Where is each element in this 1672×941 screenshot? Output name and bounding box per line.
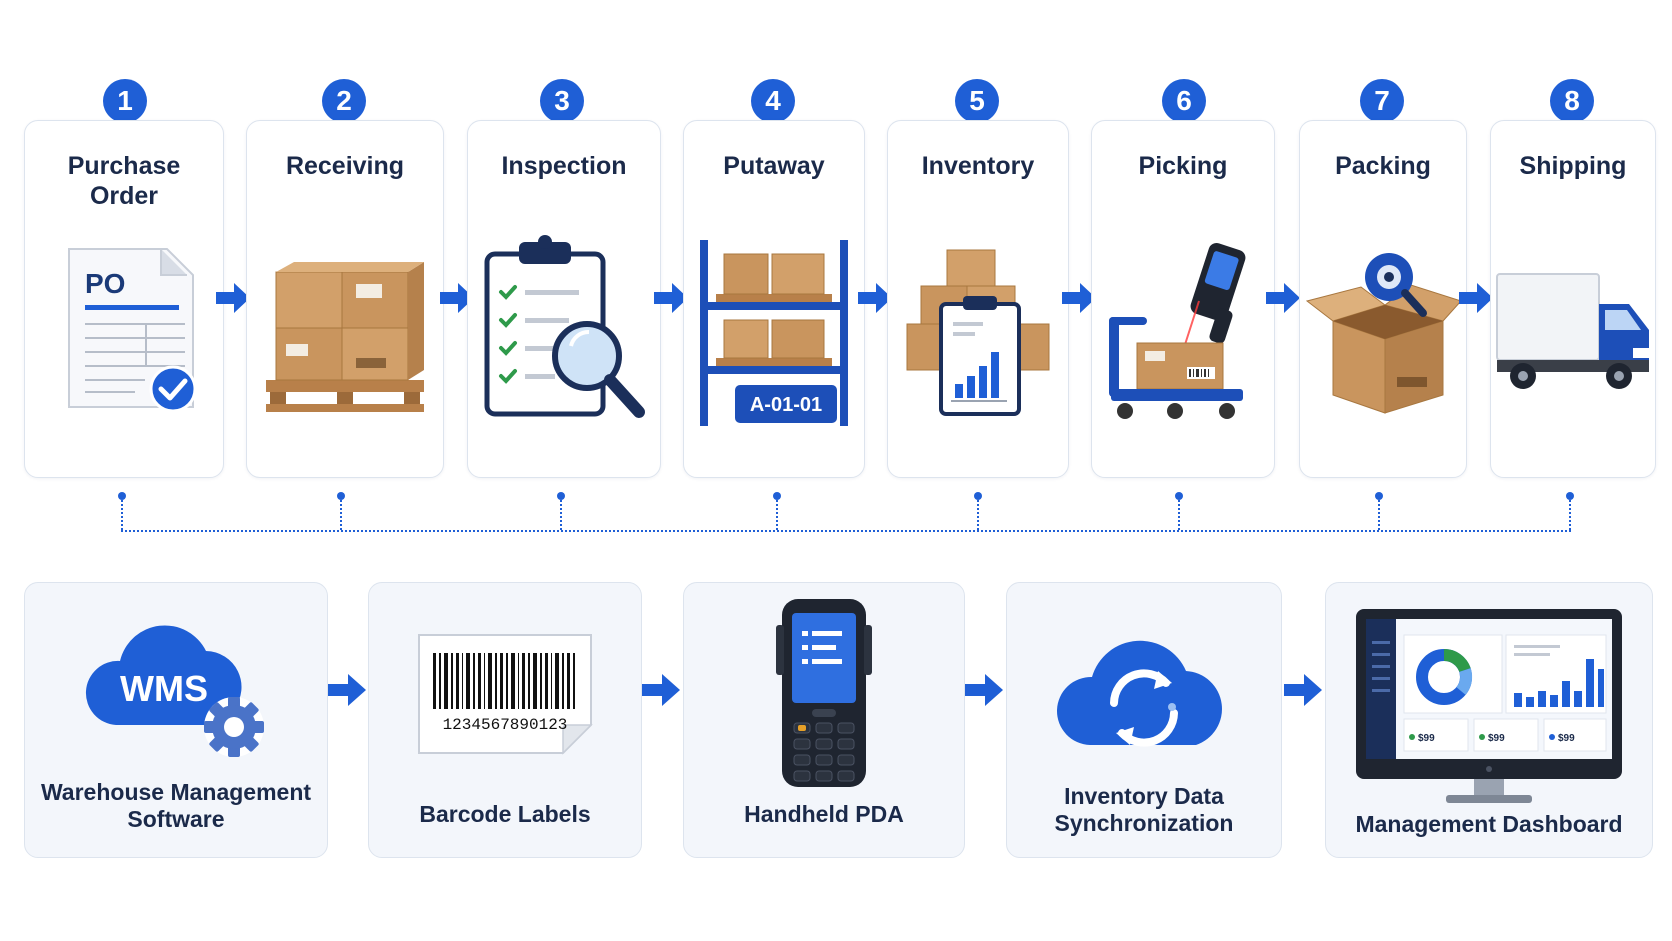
system-label: Inventory Data Synchronization [1054, 783, 1234, 836]
step-title: Inventory [921, 152, 1035, 180]
connector-dot [557, 492, 565, 500]
connector-stem [1569, 500, 1571, 530]
connector-dot [1375, 492, 1383, 500]
step-card-picking: Picking [1091, 120, 1275, 478]
step-title: Putaway [723, 152, 825, 180]
system-label: Management Dashboard [1355, 811, 1623, 837]
arrow-right-icon [440, 283, 474, 313]
wms-text: WMS [120, 668, 208, 709]
connector-stem [340, 500, 342, 530]
step-number-badge-8: 8 [1550, 79, 1594, 123]
storage-rack-icon: A-01-01 [684, 229, 864, 439]
step-number: 8 [1564, 85, 1580, 116]
step-number-badge-2: 2 [322, 79, 366, 123]
connector-dot [118, 492, 126, 500]
system-label: Warehouse Management Software [40, 779, 312, 832]
step-card-receiving: Receiving [246, 120, 444, 478]
step-number-badge-7: 7 [1360, 79, 1404, 123]
step-number: 7 [1374, 85, 1390, 116]
clipboard-magnifier-icon [468, 229, 660, 439]
step-number: 5 [969, 85, 985, 116]
step-number-badge-3: 3 [540, 79, 584, 123]
inventory-clipboard-icon [888, 229, 1068, 439]
connector-stem [121, 500, 123, 530]
delivery-truck-icon [1491, 229, 1655, 439]
connector-stem [1178, 500, 1180, 530]
wms-cloud-gear-icon: WMS [25, 613, 327, 763]
po-label: PO [85, 268, 125, 299]
step-title: Receiving [285, 152, 405, 180]
arrow-right-icon [654, 283, 688, 313]
connector-stem [1378, 500, 1380, 530]
arrow-right-icon [1459, 283, 1493, 313]
arrow-right-icon [1062, 283, 1096, 313]
connector-dot [337, 492, 345, 500]
cloud-sync-icon [1007, 623, 1281, 753]
connector-stem [560, 500, 562, 530]
system-label: Barcode Labels [419, 801, 591, 827]
connector-dot [974, 492, 982, 500]
step-number: 4 [765, 85, 781, 116]
step-title: Inspection [501, 152, 627, 180]
arrow-right-icon [965, 674, 1003, 706]
step-number: 2 [336, 85, 352, 116]
connector-dot [1566, 492, 1574, 500]
step-number-badge-5: 5 [955, 79, 999, 123]
arrow-right-icon [216, 283, 250, 313]
handheld-pda-icon [684, 595, 964, 791]
cart-scanner-icon [1092, 229, 1274, 439]
system-card-barcode: 1234567890123 Barcode Labels [368, 582, 642, 858]
arrow-right-icon [328, 674, 366, 706]
connector-dot [1175, 492, 1183, 500]
step-number-badge-1: 1 [103, 79, 147, 123]
system-card-dashboard: $99 $99 $99 Management Dashboard [1325, 582, 1653, 858]
step-number: 6 [1176, 85, 1192, 116]
dashboard-monitor-icon: $99 $99 $99 [1326, 607, 1652, 807]
step-card-inspection: Inspection [467, 120, 661, 478]
arrow-right-icon [1266, 283, 1300, 313]
step-number: 1 [117, 85, 133, 116]
system-card-pda: Handheld PDA [683, 582, 965, 858]
step-card-putaway: Putaway A-01-01 [683, 120, 865, 478]
step-title: Purchase Order [67, 152, 181, 210]
barcode-number: 1234567890123 [443, 716, 568, 734]
arrow-right-icon [1284, 674, 1322, 706]
step-card-shipping: Shipping [1490, 120, 1656, 478]
step-card-packing: Packing [1299, 120, 1467, 478]
connector-dot [773, 492, 781, 500]
stat-value: $99 [1488, 733, 1505, 744]
step-number-badge-4: 4 [751, 79, 795, 123]
connector-bus [121, 530, 1571, 532]
system-label: Handheld PDA [744, 801, 904, 827]
step-card-purchase-order: Purchase Order PO [24, 120, 224, 478]
step-title: Picking [1138, 152, 1228, 180]
step-title: Shipping [1519, 152, 1627, 180]
step-number-badge-6: 6 [1162, 79, 1206, 123]
step-number: 3 [554, 85, 570, 116]
arrow-right-icon [858, 283, 892, 313]
connector-stem [776, 500, 778, 530]
open-box-tape-icon [1300, 229, 1466, 439]
step-title: Packing [1335, 152, 1431, 180]
barcode-label-icon: 1234567890123 [369, 629, 641, 759]
step-card-inventory: Inventory [887, 120, 1069, 478]
connector-stem [977, 500, 979, 530]
purchase-order-document-icon: PO [25, 229, 223, 439]
system-card-sync: Inventory Data Synchronization [1006, 582, 1282, 858]
stat-value: $99 [1558, 733, 1575, 744]
arrow-right-icon [642, 674, 680, 706]
boxes-on-pallet-icon [247, 229, 443, 439]
system-card-wms: WMS Warehouse Management Software [24, 582, 328, 858]
stat-value: $99 [1418, 733, 1435, 744]
location-label: A-01-01 [750, 394, 822, 416]
